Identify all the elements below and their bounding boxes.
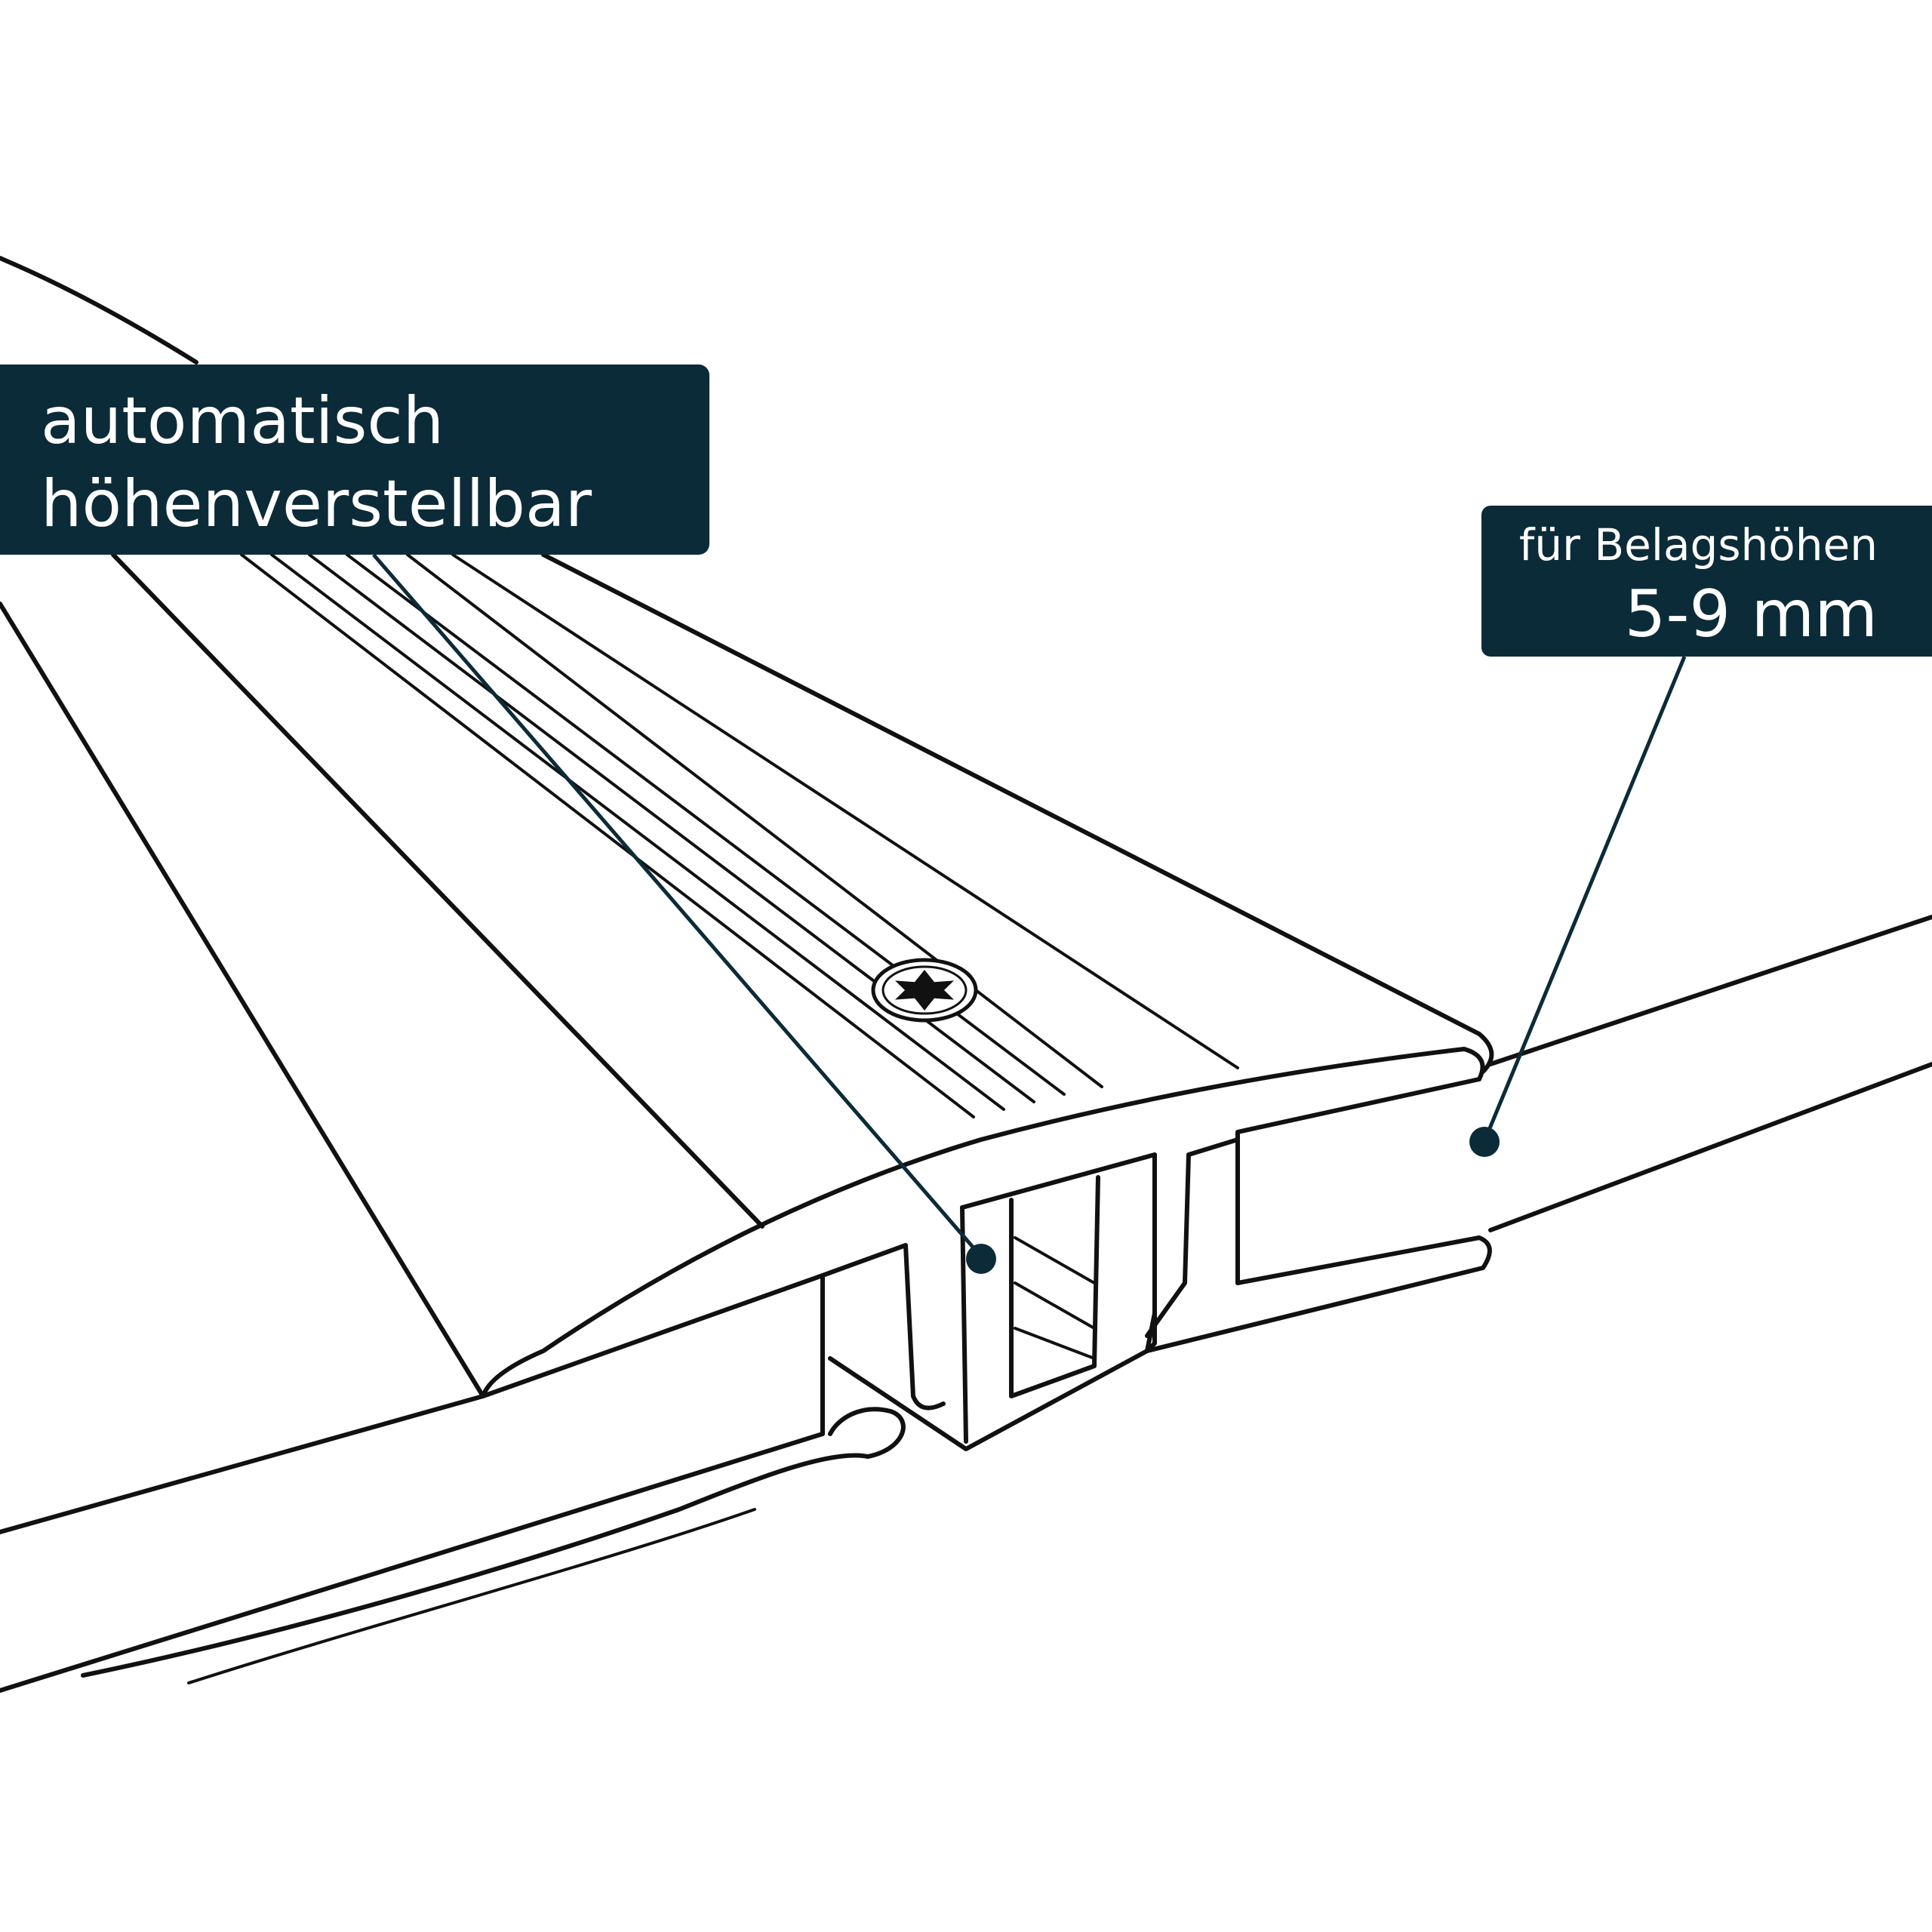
profile-stem-inner-left — [960, 1205, 968, 1444]
profile-stem-hatch-3 — [1014, 1327, 1096, 1360]
left-floor-edge — [0, 256, 198, 365]
profile-stem-hatch-2 — [1014, 1281, 1096, 1330]
right-floor-bottom — [1488, 1062, 1932, 1232]
leader-line-right — [1482, 656, 1687, 1142]
groove-2 — [270, 553, 1005, 1111]
profile-left-wing-inner — [111, 552, 764, 1229]
label-right-line-1: für Belagshöhen — [1518, 519, 1878, 571]
left-floor-face — [0, 1273, 825, 1693]
profile-clip-right — [1145, 1152, 1191, 1353]
label-height-adjustable: automatisch höhenverstellbar — [0, 365, 709, 555]
left-floor-lower-edge — [187, 1508, 756, 1684]
profile-stem-hatch-1 — [1014, 1236, 1096, 1284]
label-left-line-1: automatisch — [41, 383, 445, 459]
groove-6 — [451, 553, 1239, 1069]
profile-base — [828, 1349, 1149, 1451]
right-floor-face — [1145, 1077, 1492, 1353]
label-left-line-2: höhenverstellbar — [41, 466, 592, 542]
profile-back-edge — [541, 552, 1494, 1074]
leader-dot-right — [1469, 1127, 1500, 1157]
left-floor-rough-edge — [81, 1407, 906, 1678]
leader-line-left — [372, 553, 983, 1258]
profile-stem-inner — [1009, 1175, 1100, 1398]
profile-left-wing — [0, 601, 485, 1398]
groove-5 — [406, 553, 1103, 1088]
label-right-line-2: 5-9 mm — [1624, 577, 1878, 652]
right-floor-top — [1488, 915, 1932, 1066]
profile-clip-far — [1186, 1137, 1240, 1285]
profile-front-curve — [481, 1047, 1485, 1398]
torx-screw-icon — [871, 958, 978, 1023]
label-floor-height: für Belagshöhen 5-9 mm — [1481, 506, 1932, 657]
leader-dot-left — [966, 1244, 996, 1274]
left-floor-top — [0, 1273, 825, 1534]
groove-1 — [240, 553, 975, 1118]
profile-stem-left — [820, 1243, 946, 1411]
